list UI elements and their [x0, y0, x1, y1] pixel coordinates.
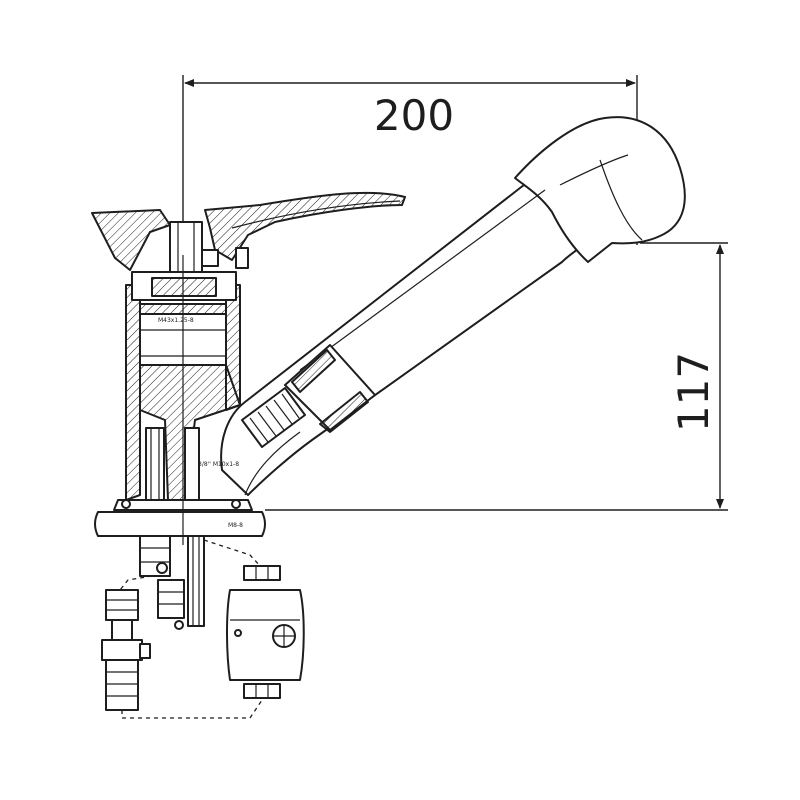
hose-connector-neck: [111, 619, 133, 641]
countertop-slab: [94, 511, 266, 537]
spray-head: [514, 116, 686, 263]
coupling-section: [291, 349, 336, 393]
pullout-hose: [203, 539, 263, 569]
connector-pin: [156, 562, 168, 574]
counterweight-dot: [234, 629, 242, 637]
base-oring-left: [121, 499, 131, 509]
shutoff-valve: [101, 639, 143, 661]
hose-ferrule-bottom: [105, 659, 139, 711]
under-sink-fittings: [101, 535, 305, 719]
coupling-section-lower: [319, 391, 369, 433]
inlet-tube-left: [145, 427, 165, 507]
inlet-tube-right: [184, 427, 200, 507]
fitting-bolt: [174, 620, 184, 630]
width-dimension-label: 200: [374, 91, 454, 140]
hose-fitting: [157, 579, 185, 619]
flexible-hose-left: [119, 575, 153, 591]
set-screw-cap: [235, 247, 249, 269]
base-thread-label: M8-8: [228, 522, 243, 529]
body-wall-left: [125, 284, 141, 501]
spout-lower-edge: [244, 431, 301, 496]
lever-section-left: [91, 209, 171, 271]
set-screw: [201, 249, 219, 267]
weight-clamp-bottom: [243, 683, 281, 699]
hose-thread: [241, 387, 306, 448]
width-dimension: 200: [182, 75, 638, 260]
pull-out-spout: [220, 116, 686, 496]
valve-knob: [139, 643, 151, 659]
height-dimension-label: 117: [669, 352, 718, 432]
inlet-thread-label: 3/8'' M10x1-8: [198, 461, 239, 468]
lever-section-right: [204, 191, 406, 261]
mounting-stud: [187, 535, 205, 627]
weight-clamp-top: [243, 565, 281, 581]
cartridge-thread-label: M43x1.25-8: [158, 317, 194, 324]
countertop: M8-8: [94, 511, 266, 537]
spout-inner-line: [299, 189, 546, 371]
spray-head-face: [599, 159, 643, 241]
cap-section: [151, 277, 217, 297]
height-dimension: 117: [265, 242, 728, 511]
lever-handle: [91, 191, 406, 273]
base-oring-right: [231, 499, 241, 509]
hose-return-line: [121, 699, 263, 719]
spray-head-seam: [559, 154, 629, 186]
hose-ferrule-top: [105, 589, 139, 621]
lever-stem: [169, 221, 203, 273]
hose-counterweight: [226, 589, 305, 681]
lever-inner-line: [231, 200, 401, 229]
